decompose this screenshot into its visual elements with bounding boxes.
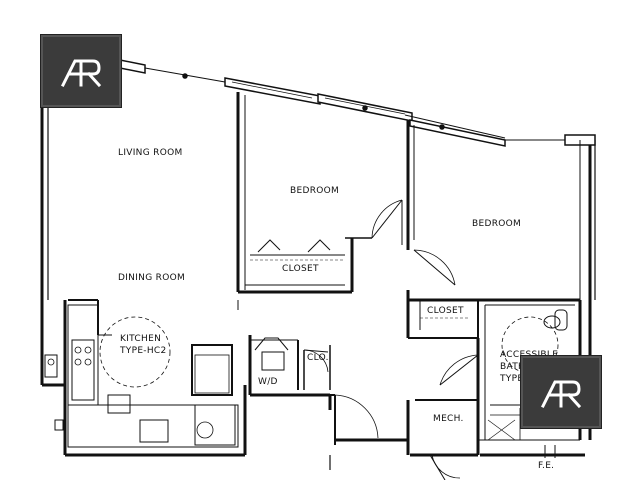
- dining-room-label: DINING ROOM: [118, 273, 186, 283]
- interior-partition: [97, 300, 580, 458]
- bedroom-1-walls: [236, 92, 372, 294]
- bedroom-2-door: [413, 249, 456, 286]
- closet-2-walls: [406, 290, 479, 339]
- monogram-logo-icon: [60, 59, 102, 88]
- mech-room-label: MECH.: [433, 414, 464, 424]
- monogram-logo-icon: [540, 380, 582, 409]
- washer-dryer-label: W/D: [258, 377, 278, 387]
- kitchen-label-line1: KITCHEN: [120, 334, 162, 344]
- living-room-label: LIVING ROOM: [118, 148, 183, 158]
- entry-door: [330, 394, 408, 445]
- closet-2-label: CLOSET: [427, 306, 464, 316]
- logo-watermark-bottom-right: [520, 355, 602, 429]
- fire-extinguisher-label: F.E.: [538, 461, 555, 471]
- bedroom-1-door: [371, 199, 403, 245]
- linen-closet-label: CLO.: [307, 353, 329, 363]
- closet-1-label: CLOSET: [282, 264, 319, 274]
- laundry-closet-walls: [248, 335, 332, 410]
- bedroom-2-label: BEDROOM: [472, 219, 522, 229]
- window-wall: [47, 54, 596, 147]
- mech-room-walls: [406, 399, 478, 480]
- logo-watermark-top-left: [40, 34, 122, 108]
- kitchen-fixtures: [44, 299, 239, 448]
- exterior-walls: [40, 70, 596, 470]
- bathroom-door: [439, 354, 479, 386]
- kitchen-label-line2: TYPE-HC2: [120, 346, 167, 356]
- bathroom-label-line3: TYPE-6: [500, 374, 533, 384]
- bedroom-1-label: BEDROOM: [290, 186, 340, 196]
